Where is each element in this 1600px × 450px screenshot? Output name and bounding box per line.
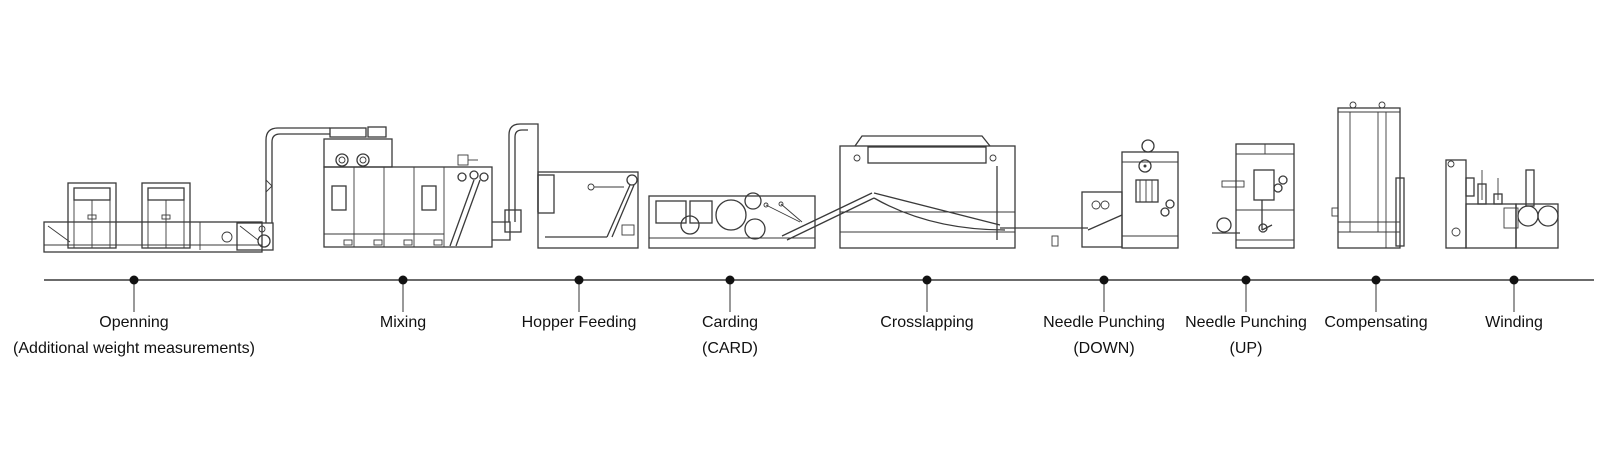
- machine-mixing: [323, 126, 511, 248]
- machine-hopper-feeding: [504, 123, 639, 249]
- stage-label-winding: Winding: [1485, 310, 1543, 336]
- stage-marker-needle-punching-up: [1241, 275, 1251, 285]
- stage-markers: [129, 275, 1519, 312]
- stage-subtitle: (DOWN): [1073, 340, 1135, 357]
- stage-label-mixing: Mixing: [380, 310, 426, 336]
- stage-label-opening: Openning (Additional weight measurements…: [13, 310, 255, 362]
- stage-label-compensating: Compensating: [1324, 310, 1427, 336]
- stage-marker-winding: [1509, 275, 1519, 285]
- stage-label-needle-punching-up: Needle Punching (UP): [1185, 310, 1307, 362]
- stage-title: Openning: [99, 314, 169, 331]
- stage-marker-needle-punching-down: [1099, 275, 1109, 285]
- machine-needle-punching-up: [1212, 143, 1295, 249]
- stage-label-hopper-feeding: Hopper Feeding: [522, 310, 637, 336]
- machine-needle-punching-down: [1030, 139, 1179, 249]
- stage-marker-mixing: [398, 275, 408, 285]
- stage-title: Carding: [701, 314, 759, 331]
- stage-marker-crosslapping: [922, 275, 932, 285]
- stage-title: Mixing: [379, 314, 427, 331]
- stage-title: Needle Punching: [1185, 314, 1307, 331]
- stage-label-crosslapping: Crosslapping: [880, 310, 973, 336]
- stage-label-needle-punching-down: Needle Punching (DOWN): [1043, 310, 1165, 362]
- machine-crosslapping: [839, 135, 1030, 249]
- stage-title: Crosslapping: [880, 314, 974, 331]
- stage-subtitle: (Additional weight measurements): [13, 340, 255, 357]
- stage-marker-compensating: [1371, 275, 1381, 285]
- stage-title: Winding: [1485, 314, 1543, 331]
- stage-subtitle: (UP): [1229, 340, 1263, 357]
- stage-marker-opening: [129, 275, 139, 285]
- stage-subtitle: (CARD): [702, 340, 758, 357]
- stage-marker-carding: [725, 275, 735, 285]
- stage-marker-hopper-feeding: [574, 275, 584, 285]
- stage-title: Hopper Feeding: [521, 314, 637, 331]
- machine-compensating: [1331, 101, 1405, 249]
- stage-label-carding: Carding (CARD): [702, 310, 758, 362]
- stage-title: Needle Punching: [1043, 314, 1165, 331]
- stage-title: Compensating: [1324, 314, 1428, 331]
- conveyor-to-crosslapper: [781, 192, 875, 241]
- machine-opening: [43, 127, 330, 253]
- machine-winding: [1445, 159, 1559, 249]
- machine-carding: [648, 192, 816, 249]
